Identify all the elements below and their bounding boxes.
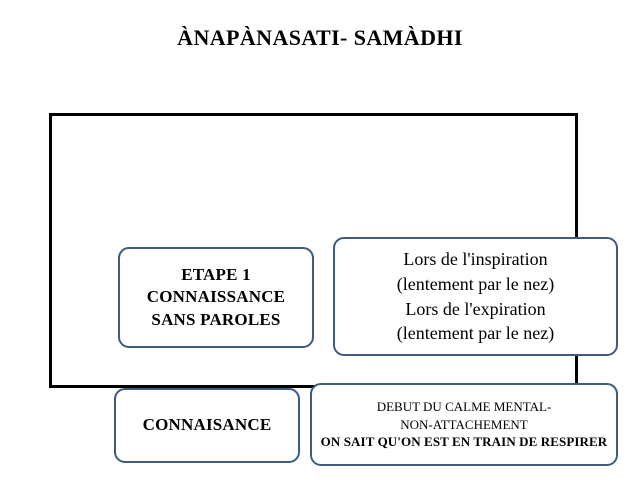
diagram-outer-frame: ETAPE 1 CONNAISSANCE SANS PAROLES Lors d… xyxy=(49,113,618,466)
page-title: ÀNAPÀNASATI- SAMÀDHI xyxy=(177,25,463,50)
node-connaisance-label: CONNAISANCE xyxy=(142,415,272,435)
node-connaisance: CONNAISANCE xyxy=(114,388,300,463)
node-breathing-instructions: Lors de l'inspiration (lentement par le … xyxy=(333,237,618,356)
node-etape-1: ETAPE 1 CONNAISSANCE SANS PAROLES xyxy=(118,247,314,348)
node-calme-mental: DEBUT DU CALME MENTAL- NON-ATTACHEMENT O… xyxy=(310,383,618,466)
node-calme-mental-label-regular: DEBUT DU CALME MENTAL- NON-ATTACHEMENT xyxy=(376,399,552,432)
node-calme-mental-label-bold: ON SAIT QU'ON EST EN TRAIN DE RESPIRER xyxy=(320,434,608,450)
node-breathing-instructions-label: Lors de l'inspiration (lentement par le … xyxy=(396,248,555,344)
node-etape-1-label: ETAPE 1 CONNAISSANCE SANS PAROLES xyxy=(146,264,286,329)
